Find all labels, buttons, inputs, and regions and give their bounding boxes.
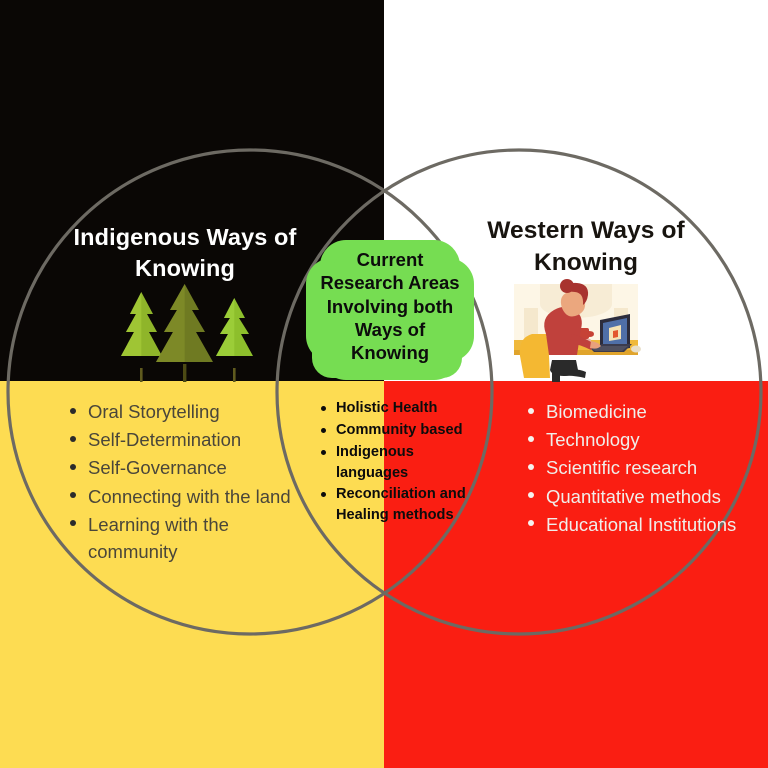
intersection-list: Holistic Health Community based Indigeno…	[318, 398, 488, 527]
list-item: Community based	[321, 420, 488, 441]
left-lens-list: Oral Storytelling Self-Determination Sel…	[66, 398, 320, 566]
list-item: Learning with the community	[70, 511, 320, 565]
list-item: Technology	[528, 426, 768, 453]
list-item: Holistic Health	[321, 398, 488, 419]
intersection-title: Current Research Areas Involving both Wa…	[320, 249, 460, 364]
person-at-laptop-icon	[514, 279, 641, 382]
list-item: Educational Institutions	[528, 511, 768, 538]
list-item: Self-Governance	[70, 454, 320, 481]
list-item: Biomedicine	[528, 398, 768, 425]
list-item: Connecting with the land	[70, 483, 320, 510]
badge-blob-shape-4	[330, 248, 450, 378]
intersection-badge: Current Research Areas Involving both Wa…	[306, 240, 474, 380]
left-lens-title: Indigenous Ways of Knowing	[73, 224, 297, 281]
right-lens-title: Western Ways of Knowing	[487, 217, 685, 276]
list-item: Scientific research	[528, 454, 768, 481]
list-item: Quantitative methods	[528, 483, 768, 510]
list-item: Oral Storytelling	[70, 398, 320, 425]
pine-trees-icon	[121, 284, 253, 382]
list-item: Reconciliation and Healing methods	[321, 484, 488, 526]
right-lens-list: Biomedicine Technology Scientific resear…	[524, 398, 768, 539]
list-item: Indigenous languages	[321, 442, 488, 484]
list-item: Self-Determination	[70, 426, 320, 453]
